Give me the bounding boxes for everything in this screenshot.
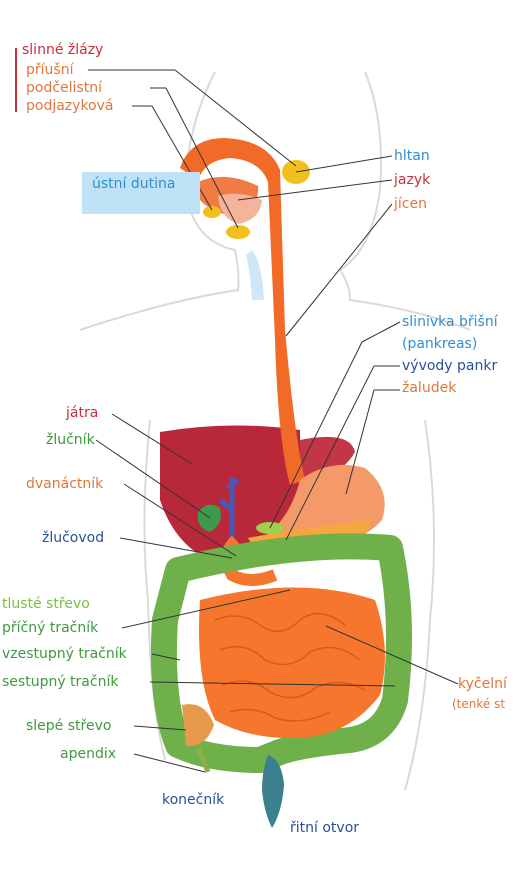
label-pricny-tracnik: příčný tračník [2,620,99,636]
small-intestine-folds [214,612,366,722]
label-apendix: apendix [60,746,117,762]
label-slepe-strevo: slepé střevo [26,718,112,734]
rectum-shape [262,755,284,828]
label-jicen: jícen [394,196,427,212]
label-konecnik: konečník [162,792,225,808]
label-zlucovod: žlučovod [42,530,105,546]
label-vzestupny-tracnik: vzestupný tračník [2,646,127,662]
label-slinivka: slinivka břišní [402,314,498,330]
label-podjazykova: podjazyková [26,98,114,114]
body-outline [79,71,471,791]
label-hltan: hltan [394,148,430,164]
sublingual-gland [203,206,221,218]
label-zaludek: žaludek [402,380,457,396]
trachea-shape [246,250,264,300]
label-tenke-strevo: (tenké st [452,697,506,711]
submandibular-gland [226,225,250,239]
label-ustni-dutina: ústní dutina [92,176,176,192]
label-jatra: játra [66,405,99,421]
label-podcelistni: podčelistní [26,80,102,96]
appendix-shape [195,747,211,773]
label-dvanactnik: dvanáctník [26,476,104,492]
label-tluste-strevo: tlusté střevo [2,596,90,612]
oral-cavity-highlight [82,172,200,214]
esophagus-shape [180,138,305,485]
cecum-shape [182,704,214,747]
label-pankreas: (pankreas) [402,336,478,352]
leader-lines [15,48,459,773]
label-zlucnik: žlučník [46,432,95,448]
label-ritni-otvor: řitní otvor [290,820,360,836]
label-vyvody: vývody pankr [402,358,498,374]
label-slinne-zlazy: slinné žlázy [22,42,104,58]
label-sestupny-tracnik: sestupný tračník [2,674,119,690]
label-kycelni: kyčelní [458,676,507,692]
gallbladder-shape [197,504,221,532]
mouth-cavity-shape [218,193,262,224]
label-priusni: příušní [26,62,74,78]
large-intestine-shape [150,533,412,773]
label-jazyk: jazyk [394,172,431,188]
